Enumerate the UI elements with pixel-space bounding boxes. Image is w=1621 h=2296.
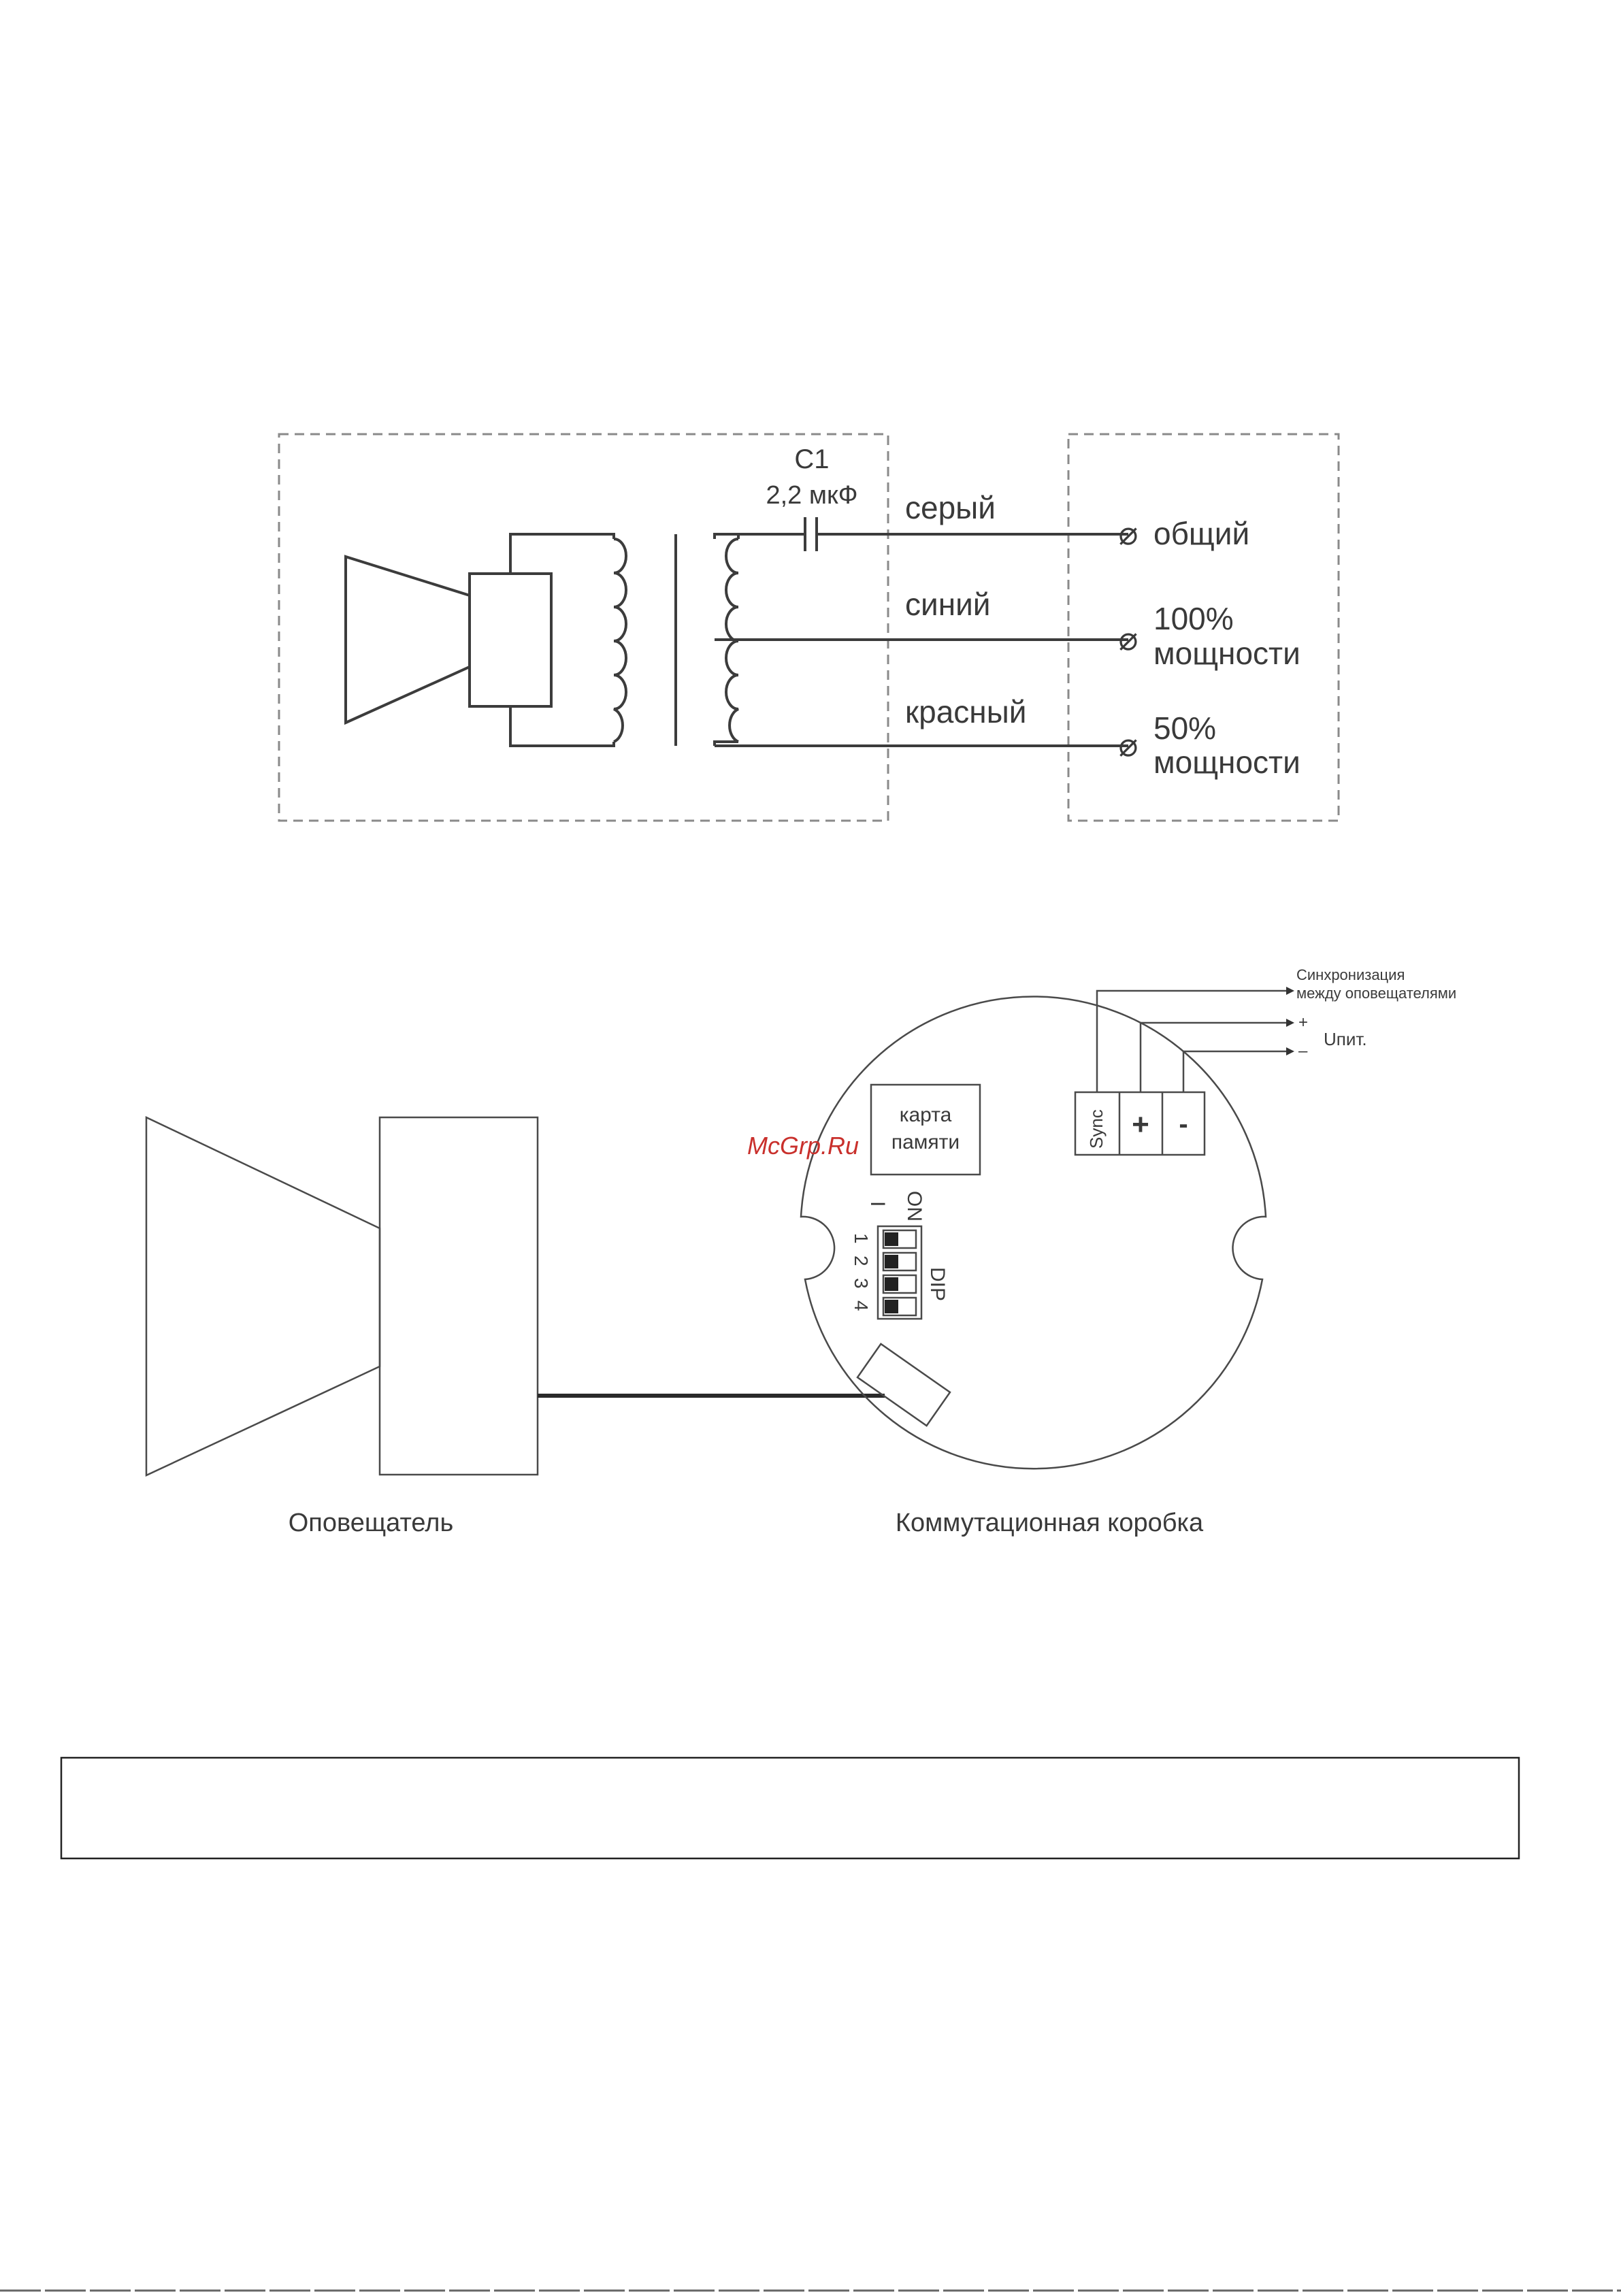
memory-card-slot: [871, 1085, 980, 1175]
arrow-icon: [1286, 1047, 1294, 1055]
wire-label-blue: синий: [905, 587, 991, 622]
annunciator-horn-icon: [146, 1117, 380, 1475]
terminal-symbol-icon: ⌀: [1119, 727, 1139, 764]
terminal-label-100-power: мощности: [1153, 636, 1300, 671]
dip-i-label: I: [866, 1201, 889, 1207]
terminal-label-50: 50%: [1153, 710, 1216, 746]
supply-minus-label: –: [1298, 1042, 1308, 1060]
sync-lead: [1097, 991, 1286, 1092]
cable-gland: [857, 1344, 950, 1426]
terminal-sync-label: Sync: [1086, 1109, 1107, 1149]
speaker-lead-bottom: [510, 706, 614, 746]
junction-box-diagram: карта памяти McGrp.Ru ON I DIP 1 2 3 4 S…: [146, 966, 1456, 1537]
primary-winding-icon: [614, 539, 626, 742]
watermark-text: McGrp.Ru: [747, 1132, 859, 1160]
capacitor-name: C1: [794, 444, 829, 474]
annunciator-body: [380, 1117, 538, 1475]
wiring-schematic: C1 2,2 мкФ серый синий красный ⌀ ⌀ ⌀ общ…: [279, 434, 1339, 821]
junction-box-caption: Коммутационная коробка: [896, 1509, 1204, 1537]
dip-number-2: 2: [851, 1256, 872, 1266]
terminal-symbol-icon: ⌀: [1119, 621, 1139, 657]
terminal-label-50-power: мощности: [1153, 744, 1300, 780]
dip-number-3: 3: [851, 1278, 872, 1289]
arrow-icon: [1286, 1019, 1294, 1027]
arrow-icon: [1286, 987, 1294, 995]
memory-card-label-2: памяти: [891, 1131, 960, 1153]
memory-card-label-1: карта: [900, 1104, 952, 1126]
wire-label-red: красный: [905, 694, 1026, 729]
supply-plus-label: +: [1298, 1013, 1308, 1032]
dip-number-4: 4: [851, 1300, 872, 1311]
terminal-label-100: 100%: [1153, 601, 1234, 636]
annunciator-caption: Оповещатель: [289, 1509, 454, 1537]
terminal-symbol-icon: ⌀: [1119, 516, 1139, 552]
speaker-lead-top: [510, 534, 614, 574]
empty-note-box: [61, 1758, 1519, 1858]
dip-label: DIP: [926, 1267, 949, 1301]
sync-note-line2: между оповещателями: [1296, 985, 1456, 1002]
dip-on-label: ON: [903, 1191, 926, 1221]
speaker-magnet-icon: [470, 574, 551, 706]
terminal-minus-label: -: [1179, 1109, 1188, 1139]
capacitor-value: 2,2 мкФ: [766, 481, 857, 510]
wire-label-gray: серый: [905, 490, 996, 525]
terminal-plus-label: +: [1132, 1108, 1149, 1141]
supply-voltage-label: Uпит.: [1324, 1029, 1367, 1049]
speaker-cone-icon: [346, 557, 470, 723]
terminal-label-common: общий: [1153, 516, 1249, 551]
dip-number-1: 1: [851, 1233, 872, 1244]
sync-note-line1: Синхронизация: [1296, 966, 1405, 983]
minus-lead: [1183, 1051, 1286, 1092]
dip-switch: [878, 1226, 921, 1319]
